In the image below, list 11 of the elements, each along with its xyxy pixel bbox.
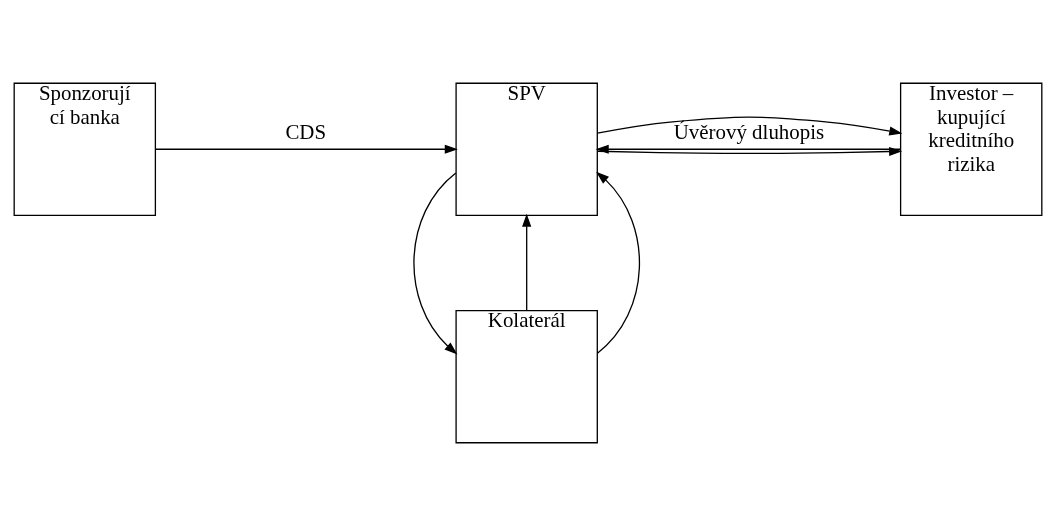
arrow xyxy=(596,115,903,136)
node-box: SPV xyxy=(455,82,598,216)
arrow xyxy=(155,144,458,154)
node-box: Sponzorují cí banka xyxy=(13,82,157,216)
node-box: Kolaterál xyxy=(455,309,598,443)
arrow xyxy=(413,171,458,354)
arrow xyxy=(596,171,640,354)
arrow xyxy=(522,213,532,311)
node-box: Investor – kupující kreditního rizika xyxy=(899,82,1043,216)
edge-label: Úvěrový dluhopis xyxy=(673,119,825,144)
edge-label: CDS xyxy=(285,119,327,144)
